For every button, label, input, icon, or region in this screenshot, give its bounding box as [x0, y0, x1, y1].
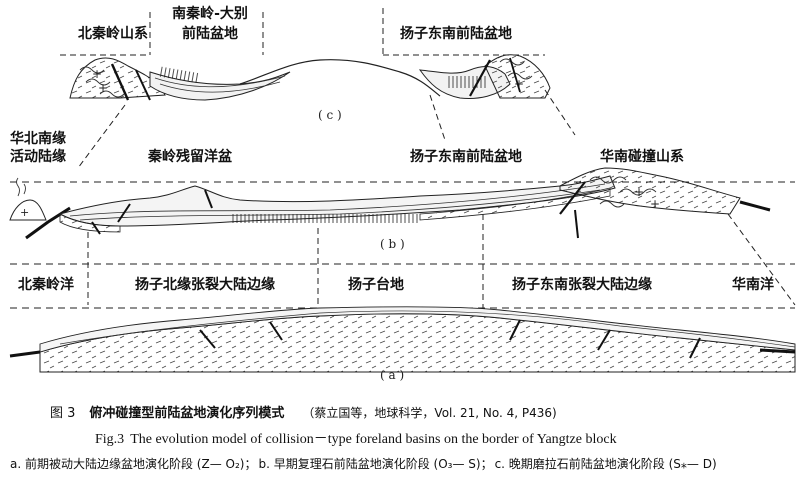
panel-b: + + +: [9, 167, 796, 308]
panel-b-granite-cross-1: +: [634, 185, 644, 199]
panel-c-connector-right: [544, 89, 576, 136]
panel-b-connector-right: [727, 213, 796, 306]
panel-a-ocean-slab-right: [759, 348, 796, 354]
label-north-china-margin-line1: 华北南缘: [10, 131, 66, 147]
panel-b-granite-cross-2: +: [650, 197, 660, 211]
label-south-china-orogen: 华南碰撞山系: [600, 149, 684, 165]
label-yangtze-se-foreland-b: 扬子东南前陆盆地: [410, 149, 522, 165]
panel-a: [9, 263, 796, 373]
caption-en-title: The evolution model of collision－type fo…: [130, 432, 617, 447]
caption-chinese: 图 3 俯冲碰撞型前陆盆地演化序列模式 （蔡立国等，地球科学，Vol. 21, No…: [50, 402, 557, 421]
label-sqdb-foreland-line2: 前陆盆地: [182, 26, 238, 42]
caption-stages: a. 前期被动大陆边缘盆地演化阶段 (Z— O₂)；b. 早期复理石前陆盆地演化…: [10, 455, 719, 472]
panel-b-arc-cross: +: [20, 206, 29, 219]
caption-cn-title: 俯冲碰撞型前陆盆地演化序列模式: [89, 406, 285, 421]
panel-b-volcano-smoke: [16, 177, 26, 197]
panel-a-fault-4: [597, 329, 611, 351]
panel-a-ocean-slab-left: [9, 350, 41, 358]
panel-a-id: ( a ): [380, 368, 405, 382]
label-north-qinling-orogen: 北秦岭山系: [78, 26, 148, 42]
panel-c-thrust-left-2: [135, 69, 151, 101]
panel-c-thrust-left: [110, 63, 130, 101]
panel-b-thrust-se-1: [559, 181, 586, 215]
panel-c-thrust-right-2: [509, 57, 521, 93]
panel-b-id: ( b ): [380, 237, 405, 251]
panel-a-fault-2: [269, 321, 283, 341]
panel-b-arc-volcano: [9, 199, 47, 221]
panel-c-basin-layers-left: [154, 75, 286, 93]
panel-c-thrust-right: [469, 59, 491, 97]
panel-c-central-arch: [239, 59, 441, 97]
panel-b-fault-1: [117, 203, 131, 223]
label-north-qinling-ocean: 北秦岭洋: [18, 277, 74, 293]
panel-a-fault-5: [689, 337, 701, 359]
panel-b-fault-3: [91, 221, 101, 235]
label-qinling-remnant-ocean: 秦岭残留洋盆: [148, 149, 232, 165]
caption-stage-a: a. 前期被动大陆边缘盆地演化阶段 (Z— O₂)；: [10, 457, 257, 471]
panel-c-granite-cross-1: +: [92, 67, 102, 81]
panel-c-se-orogen: [484, 54, 551, 99]
panel-b-flysch-hatch: [230, 214, 420, 223]
panel-a-cover-layers: [59, 310, 796, 348]
caption-english: Fig.3 The evolution model of collision－ty…: [95, 428, 617, 448]
caption-en-fignum: Fig.3: [95, 432, 125, 447]
panel-b-south-china-orogen: [559, 167, 741, 215]
panel-b-subduction-slab-right: [739, 200, 771, 212]
label-yangtze-se-rift: 扬子东南张裂大陆边缘: [512, 277, 652, 293]
panel-c-molasse-hatch-right: [448, 76, 488, 88]
caption-stage-c: c. 晚期磨拉石前陆盆地演化阶段 (S⁎— D): [494, 457, 717, 471]
panel-c-connector-mid: [429, 94, 446, 141]
panel-a-fault-3: [509, 319, 521, 341]
caption-cn-fignum: 图 3: [50, 406, 76, 421]
panel-c-granite-cross-2: +: [98, 81, 108, 95]
panel-a-sediment-cover: [39, 306, 796, 353]
panel-c-connector-left: [77, 104, 126, 169]
panel-c-id: ( c ): [318, 108, 342, 122]
panel-a-fault-1: [199, 329, 216, 349]
panel-c-wavy-folds-left: [79, 66, 125, 98]
panel-b-subduction-slab-left: [25, 206, 71, 240]
caption-cn-citation: （蔡立国等，地球科学，Vol. 21, No. 4, P436): [302, 406, 557, 420]
panel-c-foreland-basin-left: [149, 71, 291, 101]
label-yangtze-platform: 扬子台地: [348, 277, 404, 293]
panel-b-thrust-se-2: [574, 209, 579, 239]
label-south-china-ocean: 华南洋: [732, 277, 774, 293]
label-yangtze-se-foreland-c: 扬子东南前陆盆地: [400, 26, 512, 42]
label-sqdb-foreland-line1: 南秦岭-大别: [172, 6, 248, 22]
panel-c-molasse-hatch-left: [159, 66, 201, 84]
label-yangtze-north-rift: 扬子北缘张裂大陆边缘: [135, 277, 275, 293]
panel-c-granite-cross-3: +: [514, 77, 524, 91]
label-north-china-margin-line2: 活动陆缘: [10, 149, 66, 165]
panel-c: + + +: [60, 8, 576, 169]
panel-b-fault-2: [204, 189, 213, 209]
caption-stage-b: b. 早期复理石前陆盆地演化阶段 (O₃— S)；: [258, 457, 493, 471]
panel-b-wavy-folds: [589, 176, 657, 208]
